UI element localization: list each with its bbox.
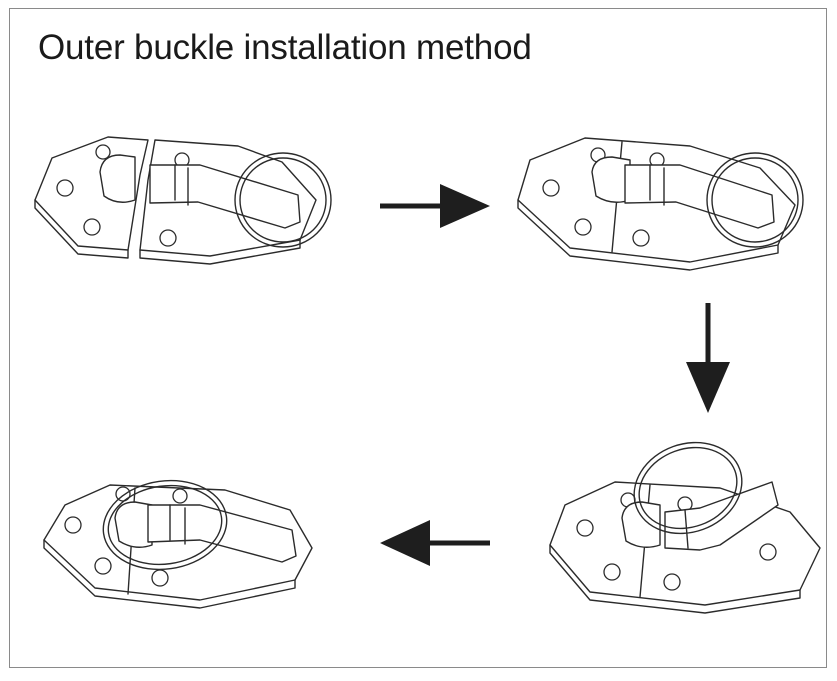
step-1-illustration [34,136,332,265]
step-4-illustration [43,479,313,609]
step-2-illustration [517,137,804,271]
diagram-title: Outer buckle installation method [38,28,532,67]
step-3-illustration [549,441,821,614]
left-arrow [380,520,490,566]
right-arrow [380,184,490,228]
down-arrow [686,303,730,413]
